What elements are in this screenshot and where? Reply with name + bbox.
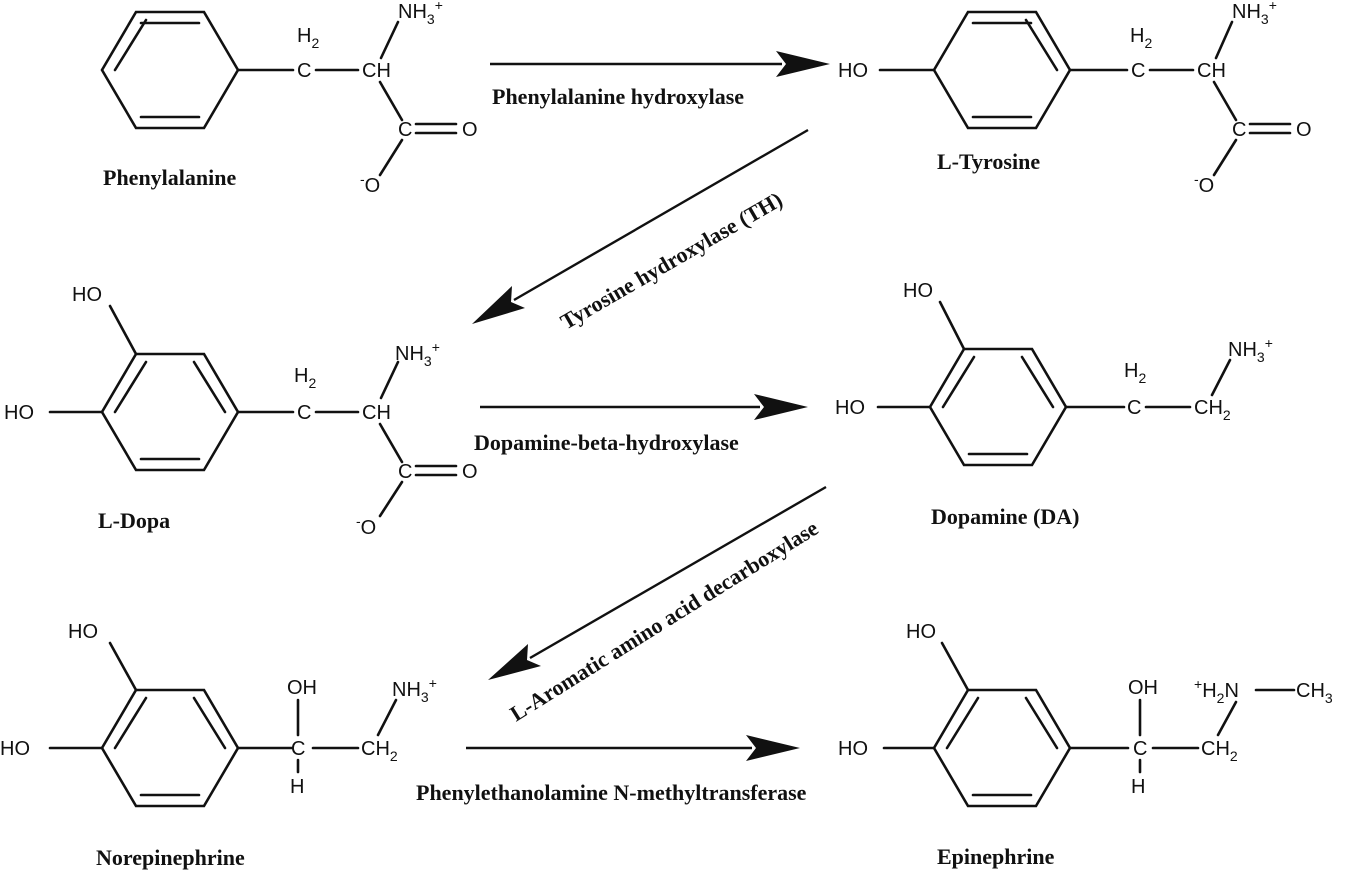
enzyme-label: Phenylalanine hydroxylase	[492, 84, 744, 109]
nh3-label: NH3+	[1232, 0, 1277, 27]
arrow-aromatic-decarboxylase: L-Aromatic amino acid decarboxylase	[488, 485, 827, 726]
enzyme-label: L-Aromatic amino acid decarboxylase	[505, 515, 822, 726]
oh-label: OH	[1128, 677, 1158, 699]
carbon-label: C	[1131, 60, 1145, 82]
oh-label: OH	[287, 677, 317, 699]
benzene-ring	[100, 352, 240, 472]
carbon-label: C	[1127, 397, 1141, 419]
carbon-label: C	[291, 738, 305, 760]
arrow-dopamine-beta-hydroxylase: Dopamine-beta-hydroxylase	[474, 394, 808, 455]
molecule-name: Epinephrine	[937, 844, 1055, 869]
benzene-ring	[928, 347, 1068, 467]
benzene-ring	[100, 10, 240, 130]
side-chain-bonds	[48, 641, 398, 774]
nh3-label: NH3+	[392, 675, 437, 705]
arrow-phenylalanine-hydroxylase: Phenylalanine hydroxylase	[490, 51, 830, 109]
carbonyl-carbon-label: C	[1232, 119, 1246, 141]
molecule-norepinephrine: HO HO OH C H CH2 NH3+ Norepinephrine	[0, 621, 437, 870]
oxygen-label: O	[1296, 119, 1312, 141]
side-chain-bonds	[882, 641, 1296, 774]
hydroxyl-left-label: HO	[835, 397, 865, 419]
methyl-label: CH3	[1296, 680, 1333, 706]
side-chain-bonds	[236, 20, 458, 177]
carbonyl-carbon-label: C	[398, 461, 412, 483]
oxygen-label: O	[462, 461, 478, 483]
nh3-label: NH3+	[1228, 335, 1273, 365]
enzyme-label: Phenylethanolamine N-methyltransferase	[416, 780, 807, 805]
hydroxyl-left-label: HO	[4, 402, 34, 424]
molecule-name: L-Tyrosine	[937, 149, 1040, 174]
hydroxyl-left-label: HO	[838, 738, 868, 760]
molecule-name: Dopamine (DA)	[931, 504, 1080, 529]
hydrogen-label: H	[1131, 776, 1145, 798]
molecule-ldopa: HO HO H2 C CH NH3+ C O -O L-Dopa	[4, 284, 478, 539]
arrow-tyrosine-hydroxylase: Tyrosine hydroxylase (TH)	[472, 128, 809, 334]
carbon-label: C	[297, 60, 311, 82]
molecule-dopamine: HO HO H2 C CH2 NH3+ Dopamine (DA)	[835, 280, 1273, 529]
molecule-name: Phenylalanine	[103, 165, 236, 190]
hydroxyl-top-label: HO	[68, 621, 98, 643]
side-chain-bonds	[878, 20, 1292, 177]
amine-label: +H2N	[1194, 676, 1239, 706]
arrow-pnmt: Phenylethanolamine N-methyltransferase	[416, 735, 807, 805]
molecule-phenylalanine: H2 C CH NH3+ C O -O Phenylalanine	[100, 0, 478, 197]
ch-label: CH	[1197, 60, 1226, 82]
nh3-label: NH3+	[398, 0, 443, 27]
oxygen-label: O	[462, 119, 478, 141]
molecule-name: Norepinephrine	[96, 845, 245, 870]
hydroxyl-top-label: HO	[906, 621, 936, 643]
molecule-tyrosine: HO H2 C CH NH3+ C O -O L-Tyrosine	[838, 0, 1312, 197]
hydrogen-label: H	[290, 776, 304, 798]
ch-label: CH	[362, 60, 391, 82]
hydroxyl-top-label: HO	[903, 280, 933, 302]
h2-label: H2	[1124, 360, 1146, 386]
carboxylate-oxygen-label: -O	[356, 513, 376, 539]
hydroxyl-left-label: HO	[0, 738, 30, 760]
hydroxyl-top-label: HO	[72, 284, 102, 306]
h2-label: H2	[1130, 25, 1152, 51]
molecule-name: L-Dopa	[98, 508, 170, 533]
ch2-label: CH2	[361, 738, 398, 764]
enzyme-label: Dopamine-beta-hydroxylase	[474, 430, 739, 455]
side-chain-bonds	[48, 304, 458, 518]
h2-label: H2	[294, 365, 316, 391]
ch2-label: CH2	[1201, 738, 1238, 764]
ch-label: CH	[362, 402, 391, 424]
carbonyl-carbon-label: C	[398, 119, 412, 141]
carboxylate-oxygen-label: -O	[1194, 171, 1214, 197]
molecule-epinephrine: HO HO OH C H CH2 +H2N CH3 Epinephrine	[838, 621, 1333, 869]
ch2-label: CH2	[1194, 397, 1231, 423]
carbon-label: C	[297, 402, 311, 424]
benzene-ring	[100, 688, 240, 808]
carboxylate-oxygen-label: -O	[360, 171, 380, 197]
hydroxyl-label: HO	[838, 60, 868, 82]
benzene-ring	[932, 688, 1072, 808]
benzene-ring	[932, 10, 1072, 130]
side-chain-bonds	[876, 300, 1232, 409]
carbon-label: C	[1133, 738, 1147, 760]
nh3-label: NH3+	[395, 339, 440, 369]
h2-label: H2	[297, 25, 319, 51]
